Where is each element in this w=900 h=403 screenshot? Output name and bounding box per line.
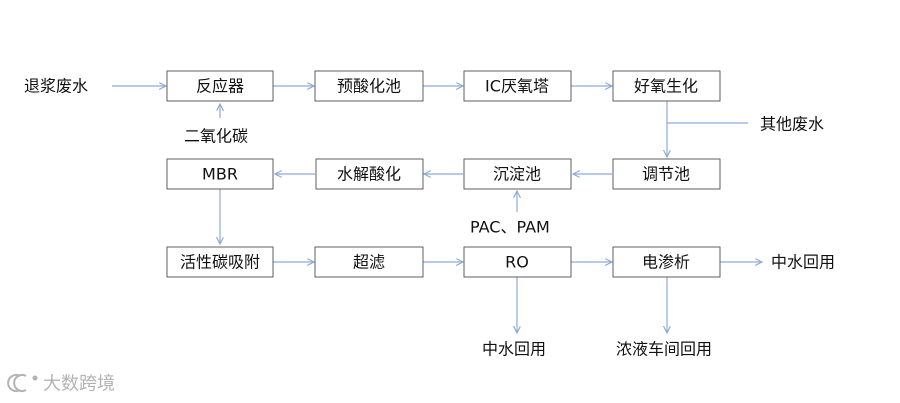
label-co2: 二氧化碳 <box>184 127 248 146</box>
box-sediment-tank: 沉淀池 <box>463 158 572 190</box>
box-ultrafiltration: 超滤 <box>314 246 424 278</box>
label-input-wastewater: 退浆废水 <box>24 77 88 96</box>
box-regulating-tank: 调节池 <box>612 158 721 190</box>
box-ic-tower: IC厌氧塔 <box>463 70 572 102</box>
svg-text:RO: RO <box>505 253 529 272</box>
svg-text:反应器: 反应器 <box>196 77 244 96</box>
svg-text:MBR: MBR <box>202 165 238 184</box>
box-electrodialysis: 电渗析 <box>612 246 721 278</box>
label-pac-pam: PAC、PAM <box>470 218 550 237</box>
svg-text:沉淀池: 沉淀池 <box>493 165 541 184</box>
box-ro: RO <box>463 246 572 278</box>
box-aerobic: 好氧生化 <box>612 70 721 102</box>
svg-text:预酸化池: 预酸化池 <box>337 77 401 96</box>
svg-text:电渗析: 电渗析 <box>642 253 690 272</box>
box-activated-carbon: 活性碳吸附 <box>166 246 274 278</box>
label-other-wastewater: 其他废水 <box>760 115 824 134</box>
svg-text:IC厌氧塔: IC厌氧塔 <box>485 77 549 96</box>
svg-text:水解酸化: 水解酸化 <box>337 165 401 184</box>
label-concentrate-reuse: 浓液车间回用 <box>616 340 712 359</box>
logo-icon <box>7 374 38 392</box>
svg-text:超滤: 超滤 <box>353 253 385 272</box>
svg-text:活性碳吸附: 活性碳吸附 <box>180 253 260 272</box>
flow-arrows <box>112 86 762 333</box>
svg-text:调节池: 调节池 <box>642 165 690 184</box>
box-reactor: 反应器 <box>166 70 274 102</box>
label-reuse-ro: 中水回用 <box>482 340 546 359</box>
box-mbr: MBR <box>166 158 274 190</box>
box-hydrolysis: 水解酸化 <box>315 158 424 190</box>
label-reuse-right: 中水回用 <box>771 253 835 272</box>
watermark: 大数跨境 <box>7 374 115 395</box>
svg-text:好氧生化: 好氧生化 <box>634 77 698 96</box>
box-pre-acid-tank: 预酸化池 <box>314 70 424 102</box>
watermark-text: 大数跨境 <box>43 374 115 395</box>
